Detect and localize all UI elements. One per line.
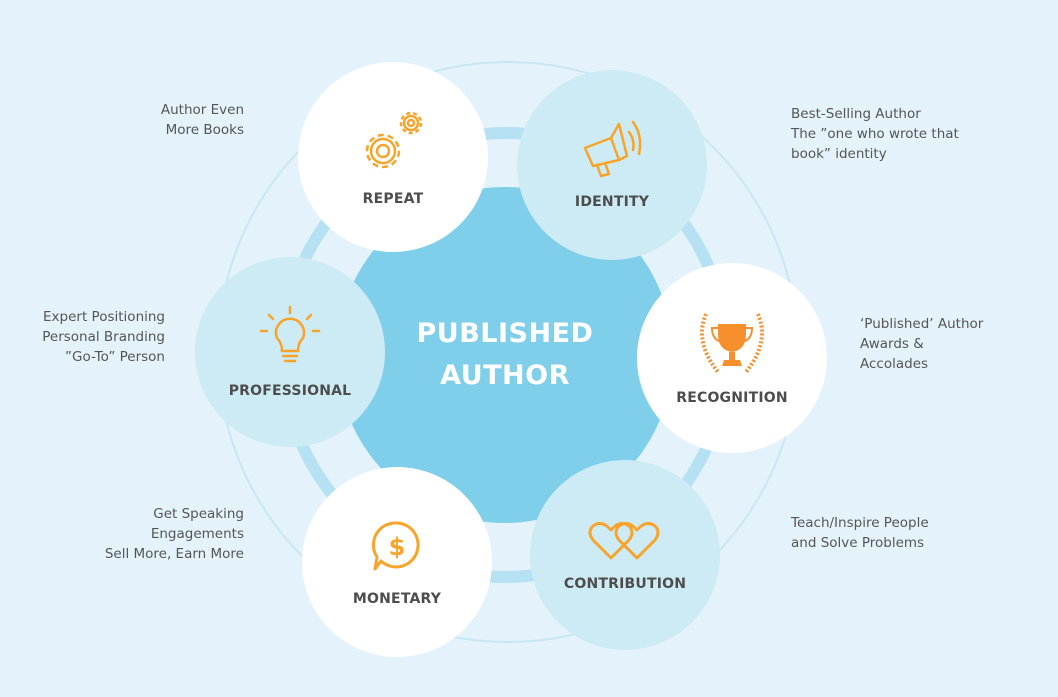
note-line: ”Go-To” Person: [65, 349, 165, 365]
node-contribution: CONTRIBUTION: [530, 460, 720, 650]
note-line: Expert Positioning: [43, 309, 165, 325]
dollar-bubble-icon: $: [371, 521, 420, 571]
node-identity: IDENTITY: [517, 70, 707, 260]
lightbulb-icon: [259, 305, 321, 363]
note-monetary: Get Speaking Engagements Sell More, Earn…: [105, 504, 244, 564]
note-line: Get Speaking: [153, 506, 244, 522]
note-contribution: Teach/Inspire People and Solve Problems: [791, 513, 929, 553]
note-line: Teach/Inspire People: [791, 515, 929, 531]
note-line: Best-Selling Author: [791, 106, 921, 122]
node-label: MONETARY: [352, 591, 442, 607]
note-line: Awards &: [860, 336, 924, 352]
note-line: Author Even: [160, 102, 244, 118]
note-professional: Expert Positioning Personal Branding ”Go…: [42, 307, 165, 367]
node-professional: PROFESSIONAL: [195, 257, 385, 447]
node-label: PROFESSIONAL: [228, 383, 352, 399]
hub-title-line2: AUTHOR: [440, 360, 570, 391]
note-identity: Best-Selling Author The ”one who wrote t…: [791, 104, 959, 164]
note-repeat: Author Even More Books: [161, 100, 244, 140]
node-monetary: $ MONETARY: [302, 467, 492, 657]
note-line: Engagements: [150, 526, 244, 542]
note-line: Sell More, Earn More: [104, 546, 244, 562]
hub-title-line1: PUBLISHED: [416, 318, 594, 349]
note-line: Accolades: [860, 356, 929, 372]
note-line: ‘Published’ Author: [860, 316, 984, 332]
trophy-laurel-icon: [700, 313, 764, 374]
node-label: CONTRIBUTION: [563, 576, 687, 592]
node-label: RECOGNITION: [676, 390, 788, 406]
note-recognition: ‘Published’ Author Awards & Accolades: [860, 314, 983, 374]
note-line: The ”one who wrote that: [791, 126, 959, 142]
note-line: book” identity: [791, 146, 887, 162]
node-recognition: RECOGNITION: [637, 263, 827, 453]
note-line: and Solve Problems: [791, 535, 925, 551]
svg-text:$: $: [389, 533, 406, 561]
gears-icon: [365, 111, 423, 169]
node-repeat: REPEAT: [298, 62, 488, 252]
megaphone-icon: [583, 120, 642, 178]
node-label: REPEAT: [362, 191, 424, 207]
note-line: More Books: [165, 122, 244, 138]
note-line: Personal Branding: [42, 329, 165, 345]
node-label: IDENTITY: [574, 194, 650, 210]
hearts-icon: [588, 521, 660, 560]
